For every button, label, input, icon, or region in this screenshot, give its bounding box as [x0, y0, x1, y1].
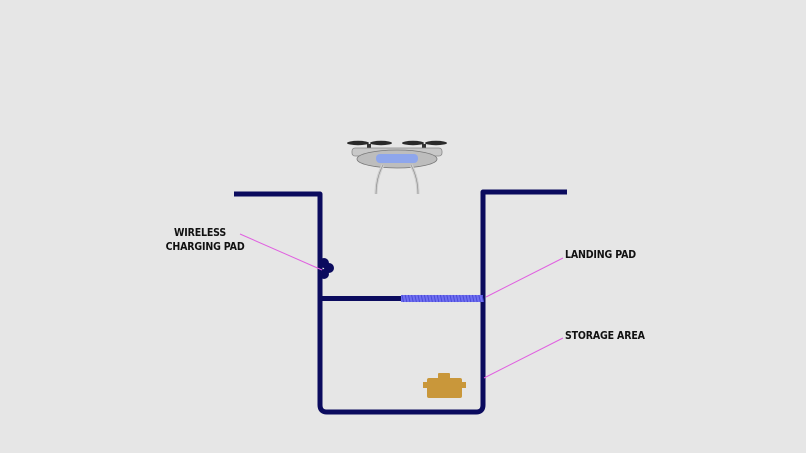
landing-pad [401, 294, 485, 303]
package-icon [423, 373, 466, 398]
charging-pad-icon [319, 258, 334, 279]
platform-shelf [320, 296, 402, 301]
wireless-charging-pad-label: WIRELESS CHARGING PAD [165, 226, 245, 254]
drone-icon [347, 140, 447, 195]
station-structure [234, 189, 567, 415]
wireless-label-line1: WIRELESS [173, 226, 227, 239]
leader-line-landing [485, 257, 564, 298]
landing-pad-label: LANDING PAD [565, 248, 636, 261]
leader-line-wireless [239, 233, 323, 271]
leader-line-storage [483, 337, 564, 379]
wireless-label-line2: CHARGING PAD [165, 240, 245, 253]
storage-area-label: STORAGE AREA [565, 329, 645, 342]
